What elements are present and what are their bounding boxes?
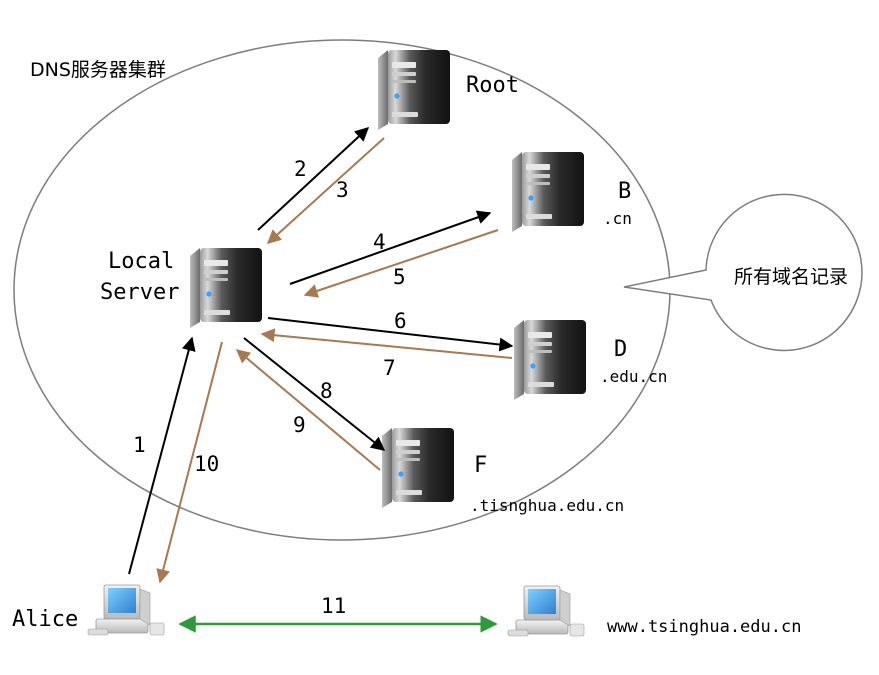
server-b-label: B (618, 179, 631, 204)
step-label-7: 7 (383, 356, 396, 380)
local-server-label-line2: Server (100, 280, 179, 305)
arrow-step-10 (156, 341, 223, 584)
edu-cn-server-d[interactable] (514, 320, 586, 400)
cn-server-b[interactable] (512, 152, 584, 232)
arrow-step-2 (257, 127, 370, 231)
root-server-label: Root (466, 73, 519, 98)
local-server-label-line1: Local (108, 249, 174, 274)
arrow-step-1 (128, 336, 196, 575)
arrow-step-9 (235, 349, 381, 471)
server-f-label: F (474, 453, 487, 478)
server-d-domain: .edu.cn (600, 367, 667, 386)
alice-computer[interactable] (87, 584, 165, 636)
arrow-step-8 (243, 337, 386, 451)
local-dns-server[interactable] (190, 248, 262, 328)
bubble-text: 所有域名记录 (734, 266, 848, 288)
arrow-step-3 (266, 137, 385, 244)
step-label-4: 4 (373, 230, 386, 254)
arrow-step-5 (303, 229, 499, 298)
step-label-11: 11 (321, 594, 346, 618)
step-label-3: 3 (336, 178, 349, 202)
server-b-domain: .cn (603, 209, 632, 228)
step-label-1: 1 (133, 433, 146, 457)
arrow-step-4 (289, 210, 492, 285)
alice-label: Alice (12, 607, 78, 632)
server-f-domain: .tisnghua.edu.cn (470, 496, 624, 515)
server-d-label: D (614, 337, 627, 362)
arrow-step-6 (267, 317, 514, 352)
tsinghua-server-f[interactable] (382, 428, 454, 508)
step-label-2: 2 (294, 157, 307, 181)
step-label-5: 5 (393, 265, 406, 289)
arrow-step-7 (260, 328, 513, 359)
cluster-title: DNS服务器集群 (30, 59, 166, 81)
step-label-9: 9 (293, 413, 306, 437)
web-server-label: www.tsinghua.edu.cn (607, 617, 801, 637)
step-label-8: 8 (320, 379, 333, 403)
speech-bubble (623, 193, 863, 352)
step-label-6: 6 (394, 309, 407, 333)
web-server-computer[interactable] (507, 585, 585, 637)
step-label-10: 10 (194, 452, 219, 476)
root-server[interactable] (378, 50, 450, 130)
